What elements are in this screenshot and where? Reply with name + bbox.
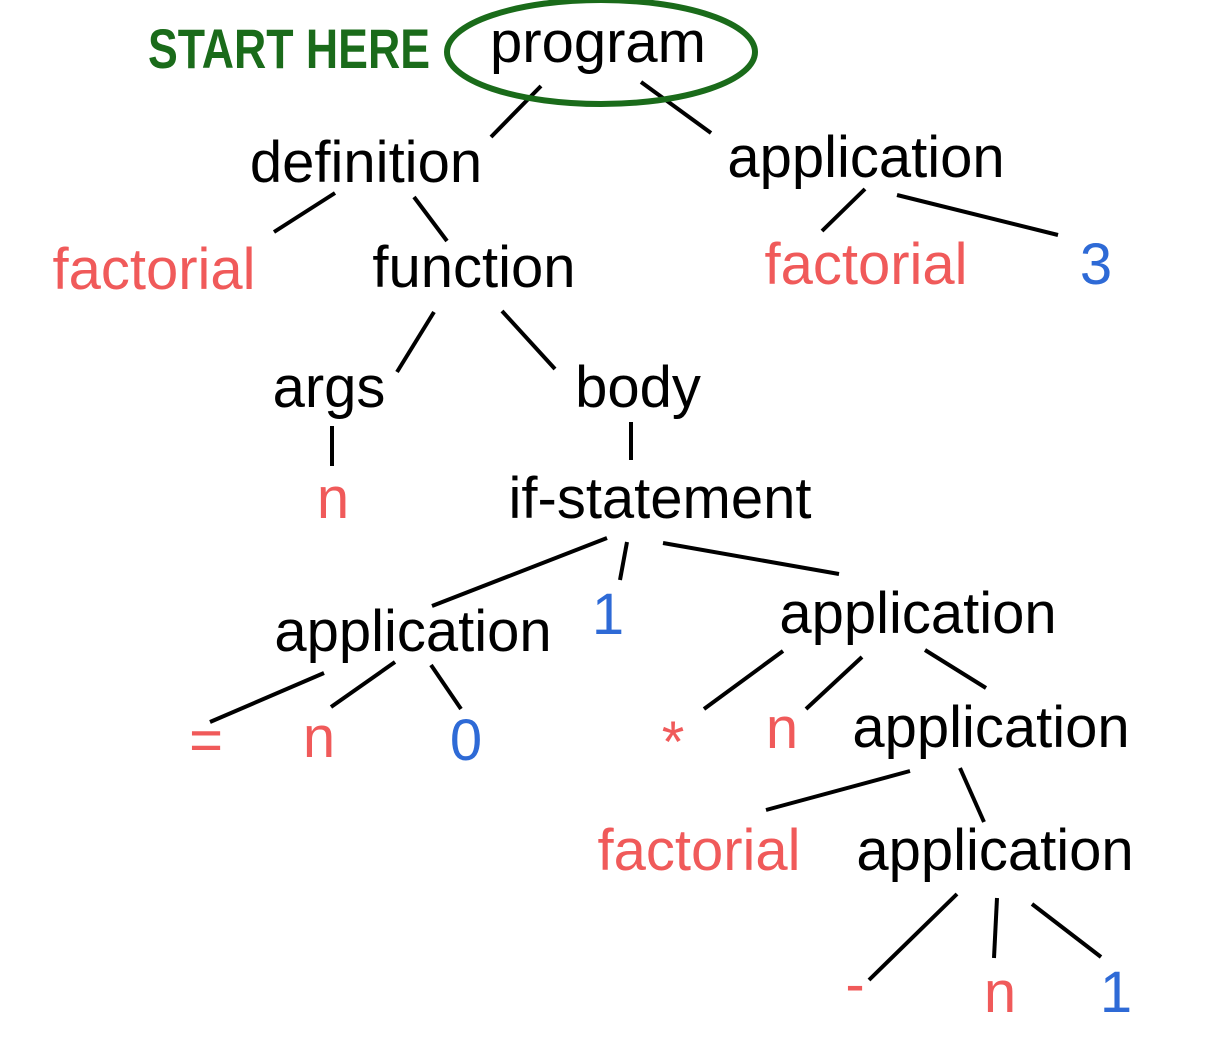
edge-application-sub-to-one-sub [1030, 902, 1103, 959]
node-application-test: application [274, 599, 551, 664]
edge-application-else-to-n-mult [804, 655, 864, 711]
node-args: args [273, 355, 386, 420]
edge-function-to-args [395, 310, 436, 374]
edge-application-sub-to-minus [867, 892, 959, 982]
node-application-else: application [779, 581, 1056, 646]
start-highlight-ellipse [444, 0, 758, 107]
edge-application-rec-to-factorial-rec [765, 769, 911, 812]
node-body: body [575, 355, 701, 420]
start-here-label: START HERE [148, 17, 430, 80]
edges-layer [209, 80, 1103, 982]
edge-application-test-to-n-test [329, 660, 397, 709]
edge-program-to-application-top [639, 80, 713, 135]
edge-application-rec-to-application-sub [958, 767, 986, 823]
edge-program-to-definition [489, 84, 543, 139]
node-n-mult: n [766, 696, 798, 761]
node-n-sub: n [984, 960, 1016, 1025]
node-equals: = [189, 708, 223, 773]
node-one-then: 1 [592, 582, 624, 647]
edge-application-else-to-times [702, 649, 785, 711]
node-factorial-rec: factorial [597, 818, 800, 883]
node-minus: - [845, 952, 864, 1017]
node-application-sub: application [856, 818, 1133, 883]
node-factorial-call: factorial [764, 232, 967, 297]
edge-if-statement-to-one-then [618, 541, 629, 581]
node-application-top: application [727, 125, 1004, 190]
node-factorial-def: factorial [52, 237, 255, 302]
edge-definition-to-function [412, 195, 449, 243]
edge-application-top-to-factorial-call [820, 187, 867, 233]
edge-function-to-body [500, 309, 557, 371]
node-three: 3 [1080, 232, 1112, 297]
node-zero: 0 [450, 708, 482, 773]
node-times: * [662, 710, 685, 775]
edge-if-statement-to-application-else [662, 541, 840, 576]
node-if-statement: if-statement [509, 466, 812, 531]
edge-if-statement-to-application-test [431, 536, 608, 608]
node-n-arg: n [317, 466, 349, 531]
node-definition: definition [250, 130, 482, 195]
edge-application-test-to-equals [209, 671, 325, 724]
edge-application-test-to-zero [429, 663, 463, 711]
node-program: program [490, 10, 706, 75]
edge-application-sub-to-n-sub [992, 897, 999, 959]
node-n-test: n [303, 705, 335, 770]
edge-application-else-to-application-rec [923, 648, 988, 690]
edge-application-top-to-three [896, 193, 1059, 237]
node-one-sub: 1 [1100, 960, 1132, 1025]
node-application-rec: application [852, 695, 1129, 760]
node-function: function [372, 235, 575, 300]
edge-definition-to-factorial-def [272, 191, 337, 234]
